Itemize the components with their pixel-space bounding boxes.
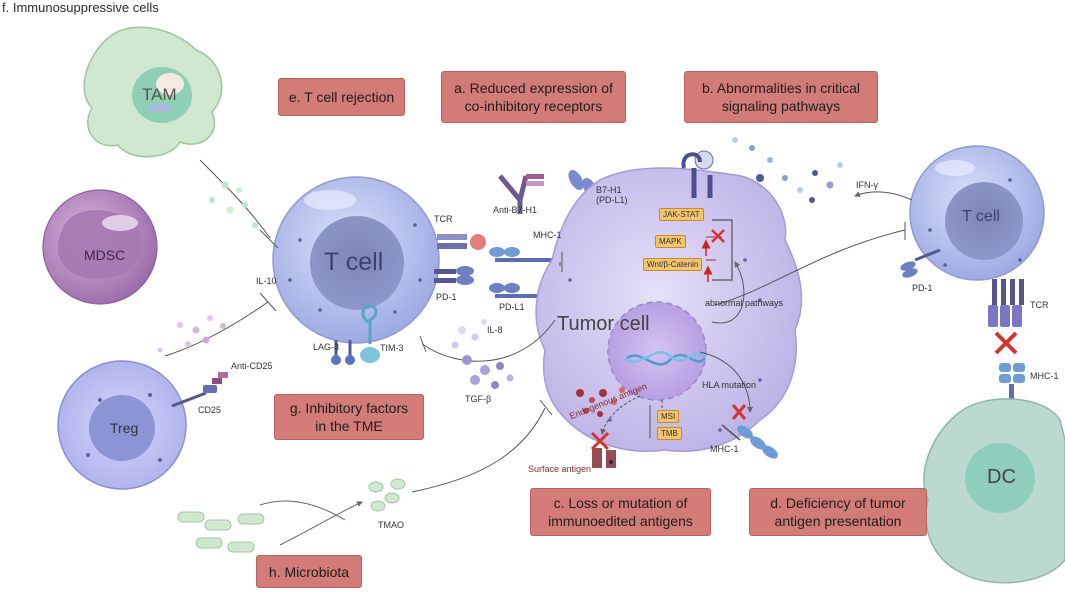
tcr-right-label: TCR xyxy=(1030,300,1049,310)
right-t-cell xyxy=(900,145,1045,402)
il10-label: IL-10 xyxy=(256,276,277,286)
treg-label: Treg xyxy=(110,420,139,436)
pdl1-label: PD-L1 xyxy=(499,302,525,312)
mapk-pill: MAPK xyxy=(655,235,686,248)
tmb-pill: TMB xyxy=(657,427,682,440)
tmao-label: TMAO xyxy=(378,520,404,530)
box-microbiota: h. Microbiota xyxy=(256,555,362,588)
abnormal-pathways-label: abnormal pathways xyxy=(705,298,784,308)
tumor-cell-label: Tumor cell xyxy=(557,313,650,335)
pd1-left-label: PD-1 xyxy=(436,292,457,302)
box-co-inhibitory-receptors: a. Reduced expression of co-inhibitory r… xyxy=(441,71,626,123)
pd1-right-label: PD-1 xyxy=(912,283,933,293)
box-inhibitory-factors: g. Inhibitory factors in the TME xyxy=(274,394,424,440)
mhc1-tumor-label: MHC-1 xyxy=(710,444,739,454)
mhc1-left-label: MHC-1 xyxy=(533,230,562,240)
surface-antigen-label: Surface antigen xyxy=(528,464,592,474)
jak-stat-pill: JAK-STAT xyxy=(659,208,704,221)
ifng-label: IFN-γ xyxy=(856,180,878,190)
wnt-pill: Wnt/β-Catenin xyxy=(643,258,703,271)
tcr-left-label: TCR xyxy=(434,214,453,224)
inhibition-lines xyxy=(164,159,906,493)
cytokine-dots xyxy=(157,137,843,389)
mhc1-right-label: MHC-1 xyxy=(1030,371,1059,381)
microbiota xyxy=(177,478,406,553)
hla-mutation-label: HLA mutation xyxy=(702,380,757,390)
tumor-cell xyxy=(535,150,803,468)
box-signaling-pathways: b. Abnormalities in critical signaling p… xyxy=(684,71,878,123)
mdsc-cell xyxy=(42,189,158,305)
box-antigen-presentation: d. Deficiency of tumor antigen presentat… xyxy=(749,488,927,536)
tim3-label: TIM-3 xyxy=(380,343,404,353)
msi-pill: MSI xyxy=(657,410,680,423)
treg-cell xyxy=(57,360,228,490)
tgfb-label: TGF-β xyxy=(465,394,492,404)
anti-b7h1-label: Anti-B7-H1 xyxy=(493,205,538,215)
tam-cell xyxy=(83,26,223,158)
il8-label: IL-8 xyxy=(487,325,503,335)
dc-cell xyxy=(923,398,1065,584)
b7h1-label: B7-H1 (PD-L1) xyxy=(596,185,628,205)
box-immunoedited-antigens: c. Loss or mutation of immunoedited anti… xyxy=(530,488,711,536)
anti-cd25-label: Anti-CD25 xyxy=(231,361,273,371)
tam-label: TAM xyxy=(142,85,177,104)
right-t-cell-label: T cell xyxy=(962,208,1000,225)
mdsc-label: MDSC xyxy=(84,247,126,263)
left-t-cell xyxy=(272,176,486,365)
lag3-label: LAG-3 xyxy=(313,342,340,352)
left-t-cell-label: T cell xyxy=(324,248,384,276)
box-t-cell-rejection: e. T cell rejection xyxy=(278,78,405,116)
figure-header: f. Immunosuppressive cells xyxy=(2,0,159,15)
dc-label: DC xyxy=(987,466,1016,488)
ifn-gamma-arrow xyxy=(854,191,913,201)
cd25-label: CD25 xyxy=(198,405,222,415)
